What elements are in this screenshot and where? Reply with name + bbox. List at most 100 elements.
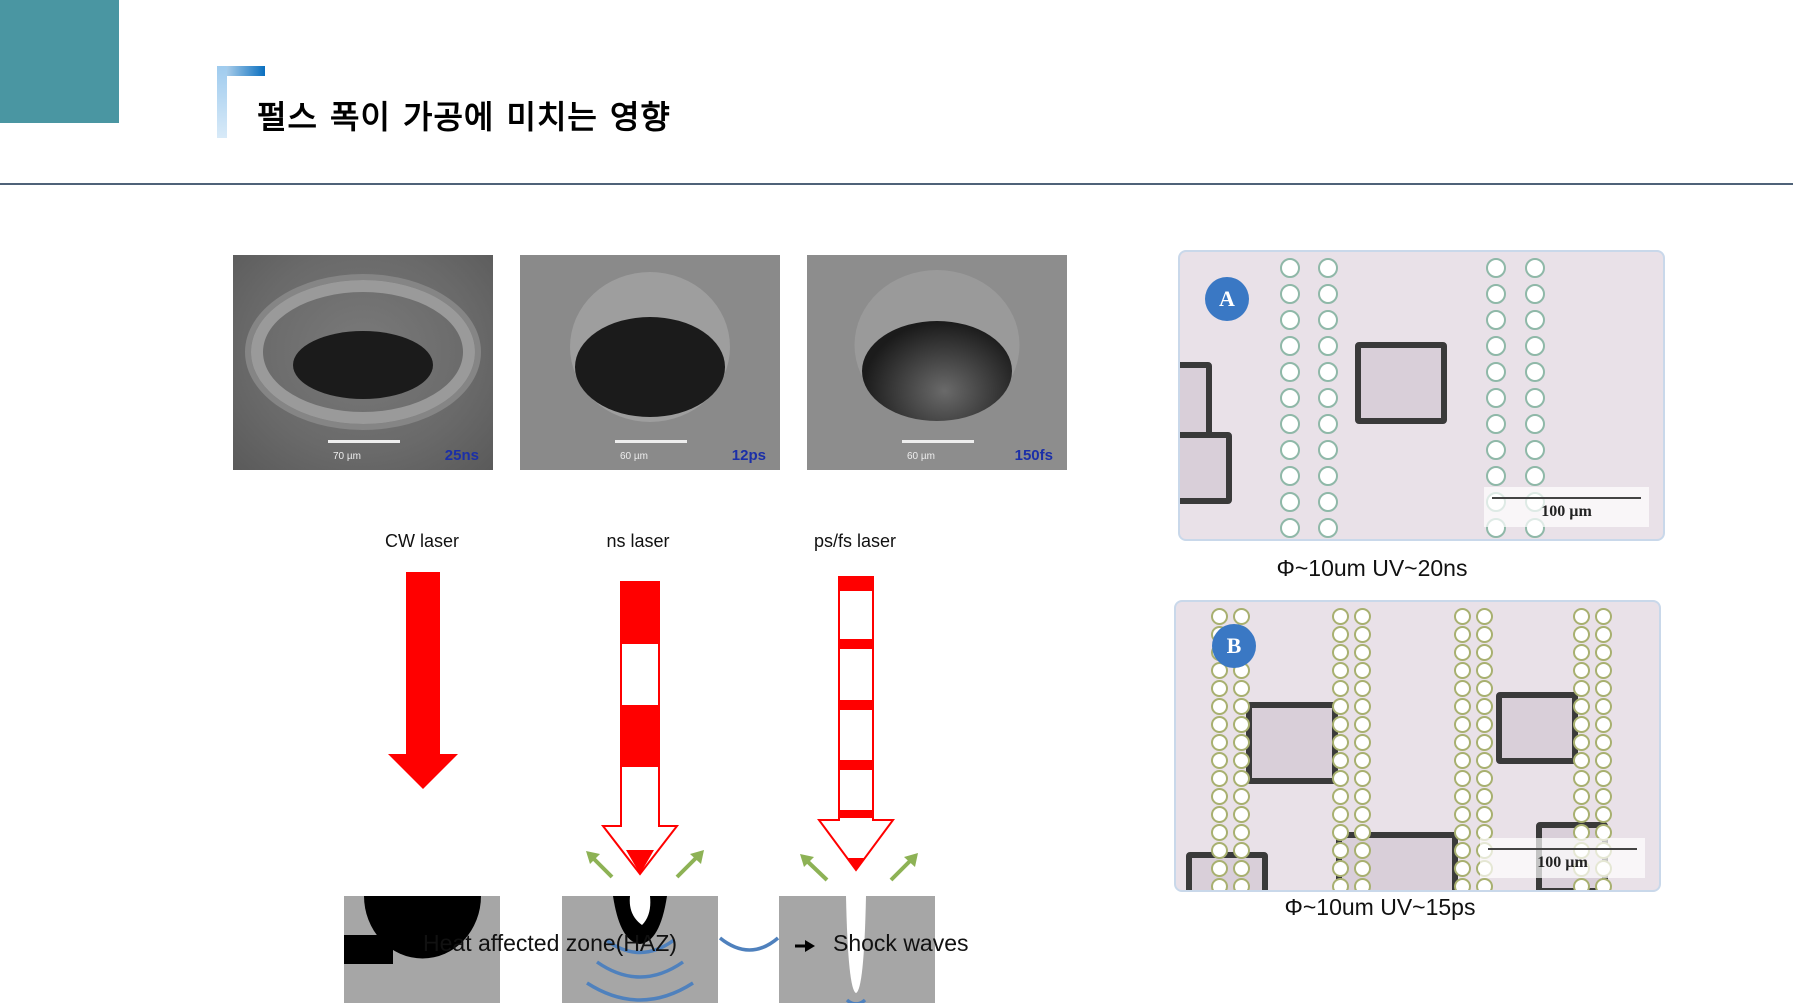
drilled-hole [1211, 860, 1228, 877]
drilled-hole [1595, 878, 1612, 890]
drilled-hole [1595, 608, 1612, 625]
drilled-hole [1354, 752, 1371, 769]
psfs-laser-arrow-icon [817, 576, 895, 872]
drilled-hole [1318, 258, 1338, 278]
drilled-hole [1211, 788, 1228, 805]
drilled-hole [1211, 806, 1228, 823]
drilled-hole [1354, 806, 1371, 823]
drilled-hole [1280, 284, 1300, 304]
drilled-hole [1318, 362, 1338, 382]
drilled-hole [1211, 698, 1228, 715]
drilled-hole [1233, 788, 1250, 805]
drilled-hole [1486, 284, 1506, 304]
drilled-hole [1454, 824, 1471, 841]
drilled-hole [1573, 878, 1590, 890]
pulse-width-label: 12ps [731, 447, 766, 464]
cw-laser-arrow-icon [388, 572, 458, 789]
drilled-hole [1525, 414, 1545, 434]
drilled-hole [1595, 752, 1612, 769]
drilled-hole [1454, 878, 1471, 890]
drilled-hole [1332, 806, 1349, 823]
drilled-hole [1332, 608, 1349, 625]
drilled-hole [1595, 806, 1612, 823]
sem-image-12ps: 60 µm 12ps [520, 255, 780, 470]
drilled-hole [1318, 310, 1338, 330]
haz-legend-swatch [344, 935, 393, 964]
drilled-hole [1233, 608, 1250, 625]
drilled-hole [1476, 626, 1493, 643]
drilled-hole [1354, 860, 1371, 877]
drilled-hole [1525, 440, 1545, 460]
drilled-hole [1332, 752, 1349, 769]
hole [293, 330, 433, 399]
drilled-hole [1332, 842, 1349, 859]
drilled-hole [1486, 258, 1506, 278]
drilled-hole [1573, 626, 1590, 643]
drilled-hole [1354, 824, 1371, 841]
ns-laser-arrow-icon [600, 581, 680, 876]
drilled-hole [1211, 752, 1228, 769]
drilled-hole [1595, 770, 1612, 787]
shock-legend-label: Shock waves [833, 930, 969, 956]
drilled-hole [1486, 466, 1506, 486]
drilled-hole [1233, 806, 1250, 823]
drilled-hole [1525, 388, 1545, 408]
pulse-width-label: 150fs [1014, 447, 1053, 464]
drilled-hole [1525, 284, 1545, 304]
drilled-hole [1354, 626, 1371, 643]
scale-label: 60 µm [620, 451, 648, 462]
drilled-hole [1454, 770, 1471, 787]
drilled-hole [1525, 466, 1545, 486]
drilled-hole [1211, 824, 1228, 841]
sem-image-150fs: 60 µm 150fs [807, 255, 1067, 470]
drilled-hole [1280, 414, 1300, 434]
drilled-hole [1354, 770, 1371, 787]
drilled-hole [1476, 734, 1493, 751]
drilled-hole [1354, 734, 1371, 751]
drilled-hole [1595, 662, 1612, 679]
drilled-hole [1233, 734, 1250, 751]
drilled-hole [1280, 310, 1300, 330]
ns-material-block [562, 896, 718, 1003]
drilled-hole [1486, 440, 1506, 460]
arrow-right-icon [398, 940, 418, 952]
drilled-hole [1476, 770, 1493, 787]
drilled-hole [1211, 608, 1228, 625]
drilled-hole [1454, 842, 1471, 859]
drilled-hole [1354, 680, 1371, 697]
drilled-hole [1280, 492, 1300, 512]
drilled-hole [1233, 680, 1250, 697]
drilled-hole [1476, 752, 1493, 769]
drilled-hole [1595, 734, 1612, 751]
scale-label: 100 µm [1537, 854, 1588, 871]
drilled-hole [1211, 842, 1228, 859]
micrograph-a-caption: Φ~10um UV~20ns [1276, 555, 1468, 581]
drilled-hole [1573, 752, 1590, 769]
drilled-hole [1454, 698, 1471, 715]
drilled-hole [1573, 680, 1590, 697]
drilled-hole [1595, 644, 1612, 661]
drilled-hole [1454, 716, 1471, 733]
drilled-hole [1280, 258, 1300, 278]
drilled-hole [1354, 698, 1371, 715]
drilled-hole [1233, 752, 1250, 769]
drilled-hole [1476, 806, 1493, 823]
drilled-hole [1573, 716, 1590, 733]
drilled-hole [1318, 284, 1338, 304]
drilled-hole [1573, 788, 1590, 805]
drilled-hole [1233, 770, 1250, 787]
drilled-hole [1318, 466, 1338, 486]
micrograph-b-caption: Φ~10um UV~15ps [1284, 894, 1476, 920]
grain-block [1496, 692, 1578, 764]
drilled-hole [1318, 336, 1338, 356]
drilled-hole [1332, 878, 1349, 890]
drilled-hole [1332, 716, 1349, 733]
drilled-hole [1332, 680, 1349, 697]
title-bracket-decoration [217, 66, 265, 76]
drilled-hole [1486, 362, 1506, 382]
title-bracket-decoration [217, 66, 227, 138]
drilled-hole [1280, 518, 1300, 538]
drilled-hole [1332, 824, 1349, 841]
drilled-hole [1476, 698, 1493, 715]
